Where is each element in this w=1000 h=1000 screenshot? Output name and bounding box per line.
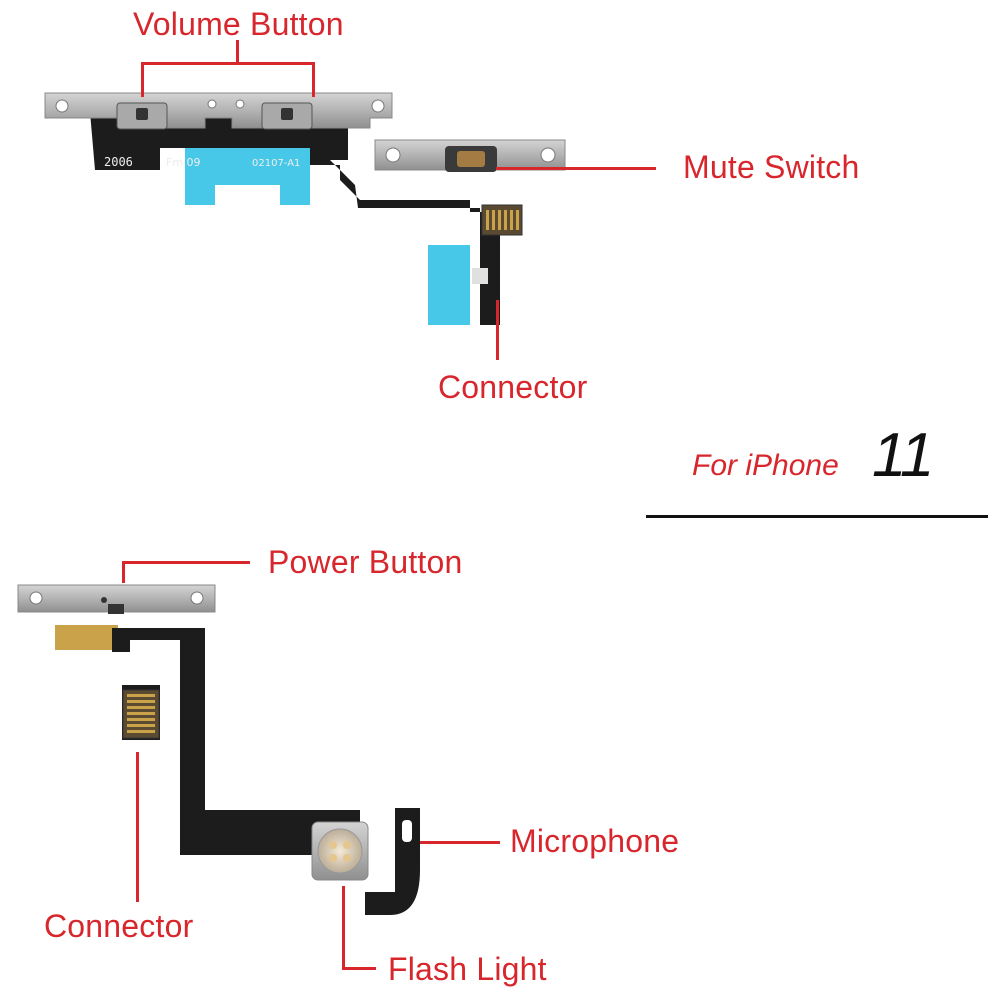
volume-mute-flex-part: 2006 Fm 09 02107-A1 [44,92,566,325]
mute-callout-line [496,167,656,170]
volume-callout-bar [141,62,315,65]
flex-body-bottom [112,628,360,855]
volume-callout-right [312,62,315,97]
top-connector-callout-line [496,300,499,360]
copper-tab [55,625,118,650]
model-number: 11 [872,421,934,490]
power-bracket [17,584,216,613]
flex-body-top [90,112,500,325]
power-callout-v [122,561,125,583]
flash-callout-h [342,967,376,970]
flash-led [317,828,363,874]
for-iphone-text: For iPhone [692,449,839,482]
label-mute-switch: Mute Switch [683,149,860,185]
label-flash-light: Flash Light [388,951,547,987]
label-top-connector: Connector [438,369,588,405]
volume-callout-left [141,62,144,97]
microphone-port [402,820,412,842]
adhesive-blue-1 [185,145,310,205]
volume-callout-stem [236,40,239,64]
bottom-connector-callout-line [136,752,139,902]
label-volume-button: Volume Button [133,6,344,42]
label-power-button: Power Button [268,544,463,580]
pcb-marking-3: 02107-A1 [252,158,300,169]
power-flash-flex-part [17,584,420,915]
power-callout-h [122,561,250,564]
title-underline [646,515,988,518]
adhesive-blue-2 [428,245,470,325]
pcb-marking-2: Fm 09 [166,156,201,169]
microphone-callout-line [420,841,500,844]
label-bottom-connector: Connector [44,908,194,944]
pcb-marking-1: 2006 [104,155,133,169]
flash-callout-v [342,886,345,970]
label-microphone: Microphone [510,823,680,859]
